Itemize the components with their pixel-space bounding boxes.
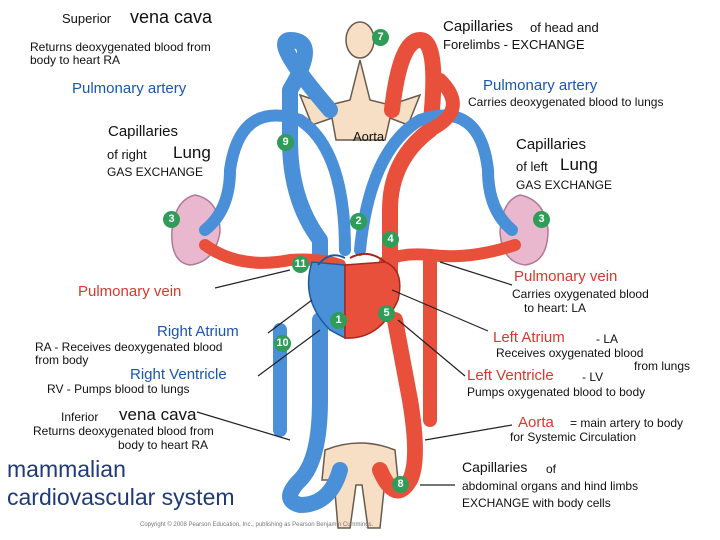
pulmonary-artery-right-desc: Carries deoxygenated blood to lungs — [468, 95, 664, 109]
aorta-main-title: Aorta — [518, 414, 554, 431]
svc-label-name: vena cava — [130, 7, 213, 27]
cap-llung-2: of left — [516, 159, 548, 174]
aorta-main-desc-2: for Systemic Circulation — [510, 430, 637, 444]
aorta-arch-up — [382, 32, 442, 308]
left-ventricle-desc: Pumps oxygenated blood to body — [467, 385, 646, 399]
pulmonary-artery-left-label: Pulmonary artery — [72, 80, 187, 97]
pulmonary-vein-left-label: Pulmonary vein — [78, 283, 182, 300]
left-ventricle-title: Left Ventricle — [467, 367, 554, 384]
cap-rlung-1: Capillaries — [108, 123, 179, 140]
diagram-title-line2: cardiovascular system — [7, 484, 235, 510]
cap-abd-4: EXCHANGE with body cells — [462, 496, 611, 510]
pulmonary-vein-right-desc-1: Carries oxygenated blood — [512, 287, 649, 301]
svc-desc-2: body to heart RA — [30, 53, 121, 67]
cap-llung-3: Lung — [560, 155, 598, 174]
cap-abd-3: abdominal organs and hind limbs — [462, 479, 639, 493]
badge-2: 2 — [350, 213, 367, 230]
badge-1: 1 — [330, 312, 347, 329]
pulmonary-vein-left — [379, 239, 521, 268]
diagram-title-line1: mammalian — [7, 456, 126, 482]
left-ventricle-suffix: - LV — [582, 370, 604, 384]
descending-aorta — [372, 312, 423, 499]
aorta-main-desc: = main artery to body — [570, 416, 684, 430]
cap-llung-1: Capillaries — [516, 136, 587, 153]
ivc-desc-2: body to heart RA — [118, 438, 209, 452]
left-atrium-desc-1: Receives oxygenated blood — [496, 346, 644, 360]
aorta-top-label: Aorta — [353, 129, 385, 144]
badge-9: 9 — [277, 134, 294, 151]
right-atrium-desc-2: from body — [35, 353, 89, 367]
cap-rlung-2: of right — [107, 147, 147, 162]
pointer-lines — [196, 261, 513, 486]
pulmonary-vein-right-label: Pulmonary vein — [514, 268, 618, 285]
pulmonary-vein-right-desc-2: to heart: LA — [524, 301, 587, 315]
inferior-vena-cava — [282, 312, 348, 513]
cap-rlung-3: Lung — [173, 143, 211, 162]
left-atrium-suffix: - LA — [596, 332, 619, 346]
badge-5: 5 — [378, 305, 395, 322]
cap-head-3: Forelimbs - EXCHANGE — [443, 37, 585, 52]
badge-11: 11 — [292, 256, 309, 273]
badge-10: 10 — [274, 335, 291, 352]
left-atrium-title: Left Atrium — [493, 329, 565, 346]
cap-head-1: Capillaries — [443, 18, 514, 35]
right-atrium-desc-1: RA - Receives deoxygenated blood — [35, 340, 223, 354]
pulmonary-artery-right-label: Pulmonary artery — [483, 77, 598, 94]
badge-3-right-lung: 3 — [163, 211, 180, 228]
right-ventricle-desc: RV - Pumps blood to lungs — [47, 382, 190, 396]
svc-label-superior: Superior — [62, 11, 112, 26]
right-ventricle-title: Right Ventricle — [130, 366, 227, 383]
ivc-desc-1: Returns deoxygenated blood from — [33, 424, 214, 438]
badge-3-left-lung: 3 — [533, 211, 550, 228]
cap-abd-2: of — [546, 462, 557, 476]
pulmonary-artery-right — [199, 109, 351, 256]
badge-8: 8 — [392, 476, 409, 493]
cap-head-2: of head and — [530, 20, 599, 35]
ivc-name: vena cava — [119, 405, 197, 424]
cap-abd-1: Capillaries — [462, 459, 528, 475]
cap-llung-4: GAS EXCHANGE — [516, 178, 613, 192]
svc-desc-1: Returns deoxygenated blood from — [30, 40, 211, 54]
ivc-inferior: Inferior — [61, 410, 99, 424]
badge-7: 7 — [372, 29, 389, 46]
left-atrium-desc-2: from lungs — [634, 359, 691, 373]
superior-vena-cava — [277, 32, 338, 308]
upper-body-figure — [298, 21, 422, 141]
pulmonary-vein-right — [199, 239, 346, 271]
right-atrium-title: Right Atrium — [157, 323, 239, 340]
badge-4: 4 — [382, 231, 399, 248]
copyright-note: Copyright © 2008 Pearson Education, Inc.… — [140, 522, 374, 528]
systemic-artery-outer — [423, 73, 460, 427]
cap-rlung-4: GAS EXCHANGE — [107, 165, 204, 179]
